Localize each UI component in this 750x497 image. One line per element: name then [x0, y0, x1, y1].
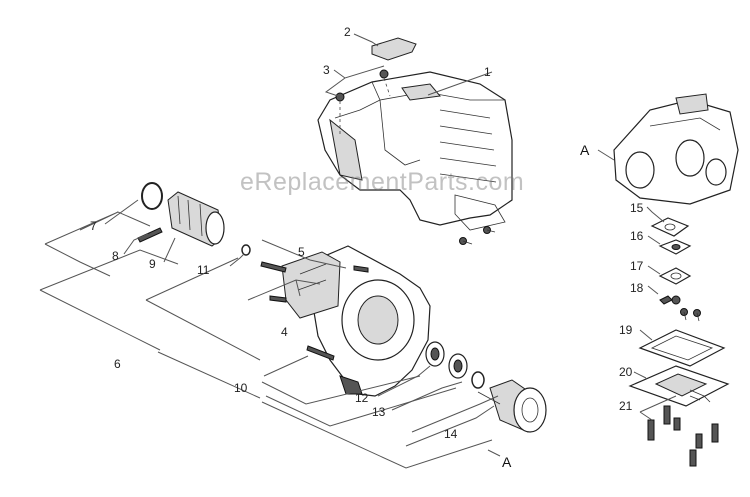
part-11-o-ring	[241, 244, 251, 256]
carburetor-body	[613, 93, 739, 205]
callout-9: 9	[149, 257, 156, 271]
part-19-insulator	[638, 329, 726, 367]
section-marker-bottom: A	[502, 454, 512, 470]
callout-15: 15	[630, 201, 644, 215]
callout-17: 17	[630, 259, 644, 273]
callout-18: 18	[630, 281, 644, 295]
part-5-screw-right	[353, 265, 369, 273]
part-7-snap-ring	[141, 182, 163, 210]
callout-3: 3	[323, 63, 330, 77]
callout-5: 5	[298, 245, 305, 259]
cover-bottom-screws	[459, 226, 496, 245]
section-marker-top: A	[580, 142, 590, 158]
callout-20: 20	[619, 365, 633, 379]
part-13-snap-ring	[471, 371, 485, 389]
leader-lines	[39, 33, 677, 469]
callout-2: 2	[344, 25, 351, 39]
part-15-gasket	[650, 217, 690, 237]
part-18-screws	[659, 295, 701, 322]
part-10-clutch-housing	[281, 245, 431, 397]
callout-19: 19	[619, 323, 633, 337]
callout-14: 14	[444, 427, 458, 441]
part-12-bearing	[425, 341, 445, 367]
part-4-screw-lower	[306, 345, 335, 361]
part-5-screw-upper	[260, 261, 287, 273]
callout-21: 21	[619, 399, 633, 413]
callout-numbers: 1 2 3 4 5 6 7 8 9 10 11 12 13 14 15 16 1…	[90, 25, 644, 441]
part-4-screw-mid	[269, 295, 287, 303]
part-21-bolts	[647, 405, 719, 467]
part-9-coupling	[167, 191, 225, 247]
part-2-cap	[371, 37, 417, 61]
callout-10: 10	[234, 381, 248, 395]
callout-1: 1	[484, 65, 491, 79]
part-14-clutch-drum	[477, 379, 547, 433]
watermark: eReplacementParts.com	[240, 168, 525, 196]
part-1-engine-cover	[317, 71, 513, 231]
callout-16: 16	[630, 229, 644, 243]
part-16-plate	[658, 239, 692, 255]
callout-12: 12	[355, 391, 369, 405]
part-3-screw-left	[335, 92, 345, 135]
part-8-bolt	[137, 227, 163, 243]
part-17-gasket	[658, 267, 692, 285]
callout-6: 6	[114, 357, 121, 371]
callout-13: 13	[372, 405, 386, 419]
part-12-bearing-2	[448, 353, 468, 379]
part-20-carb-adapter	[628, 365, 730, 407]
callout-11: 11	[197, 263, 210, 277]
callout-4: 4	[281, 325, 288, 339]
callout-7: 7	[90, 219, 97, 233]
part-3-screw-top	[379, 69, 391, 97]
callout-8: 8	[112, 249, 119, 263]
